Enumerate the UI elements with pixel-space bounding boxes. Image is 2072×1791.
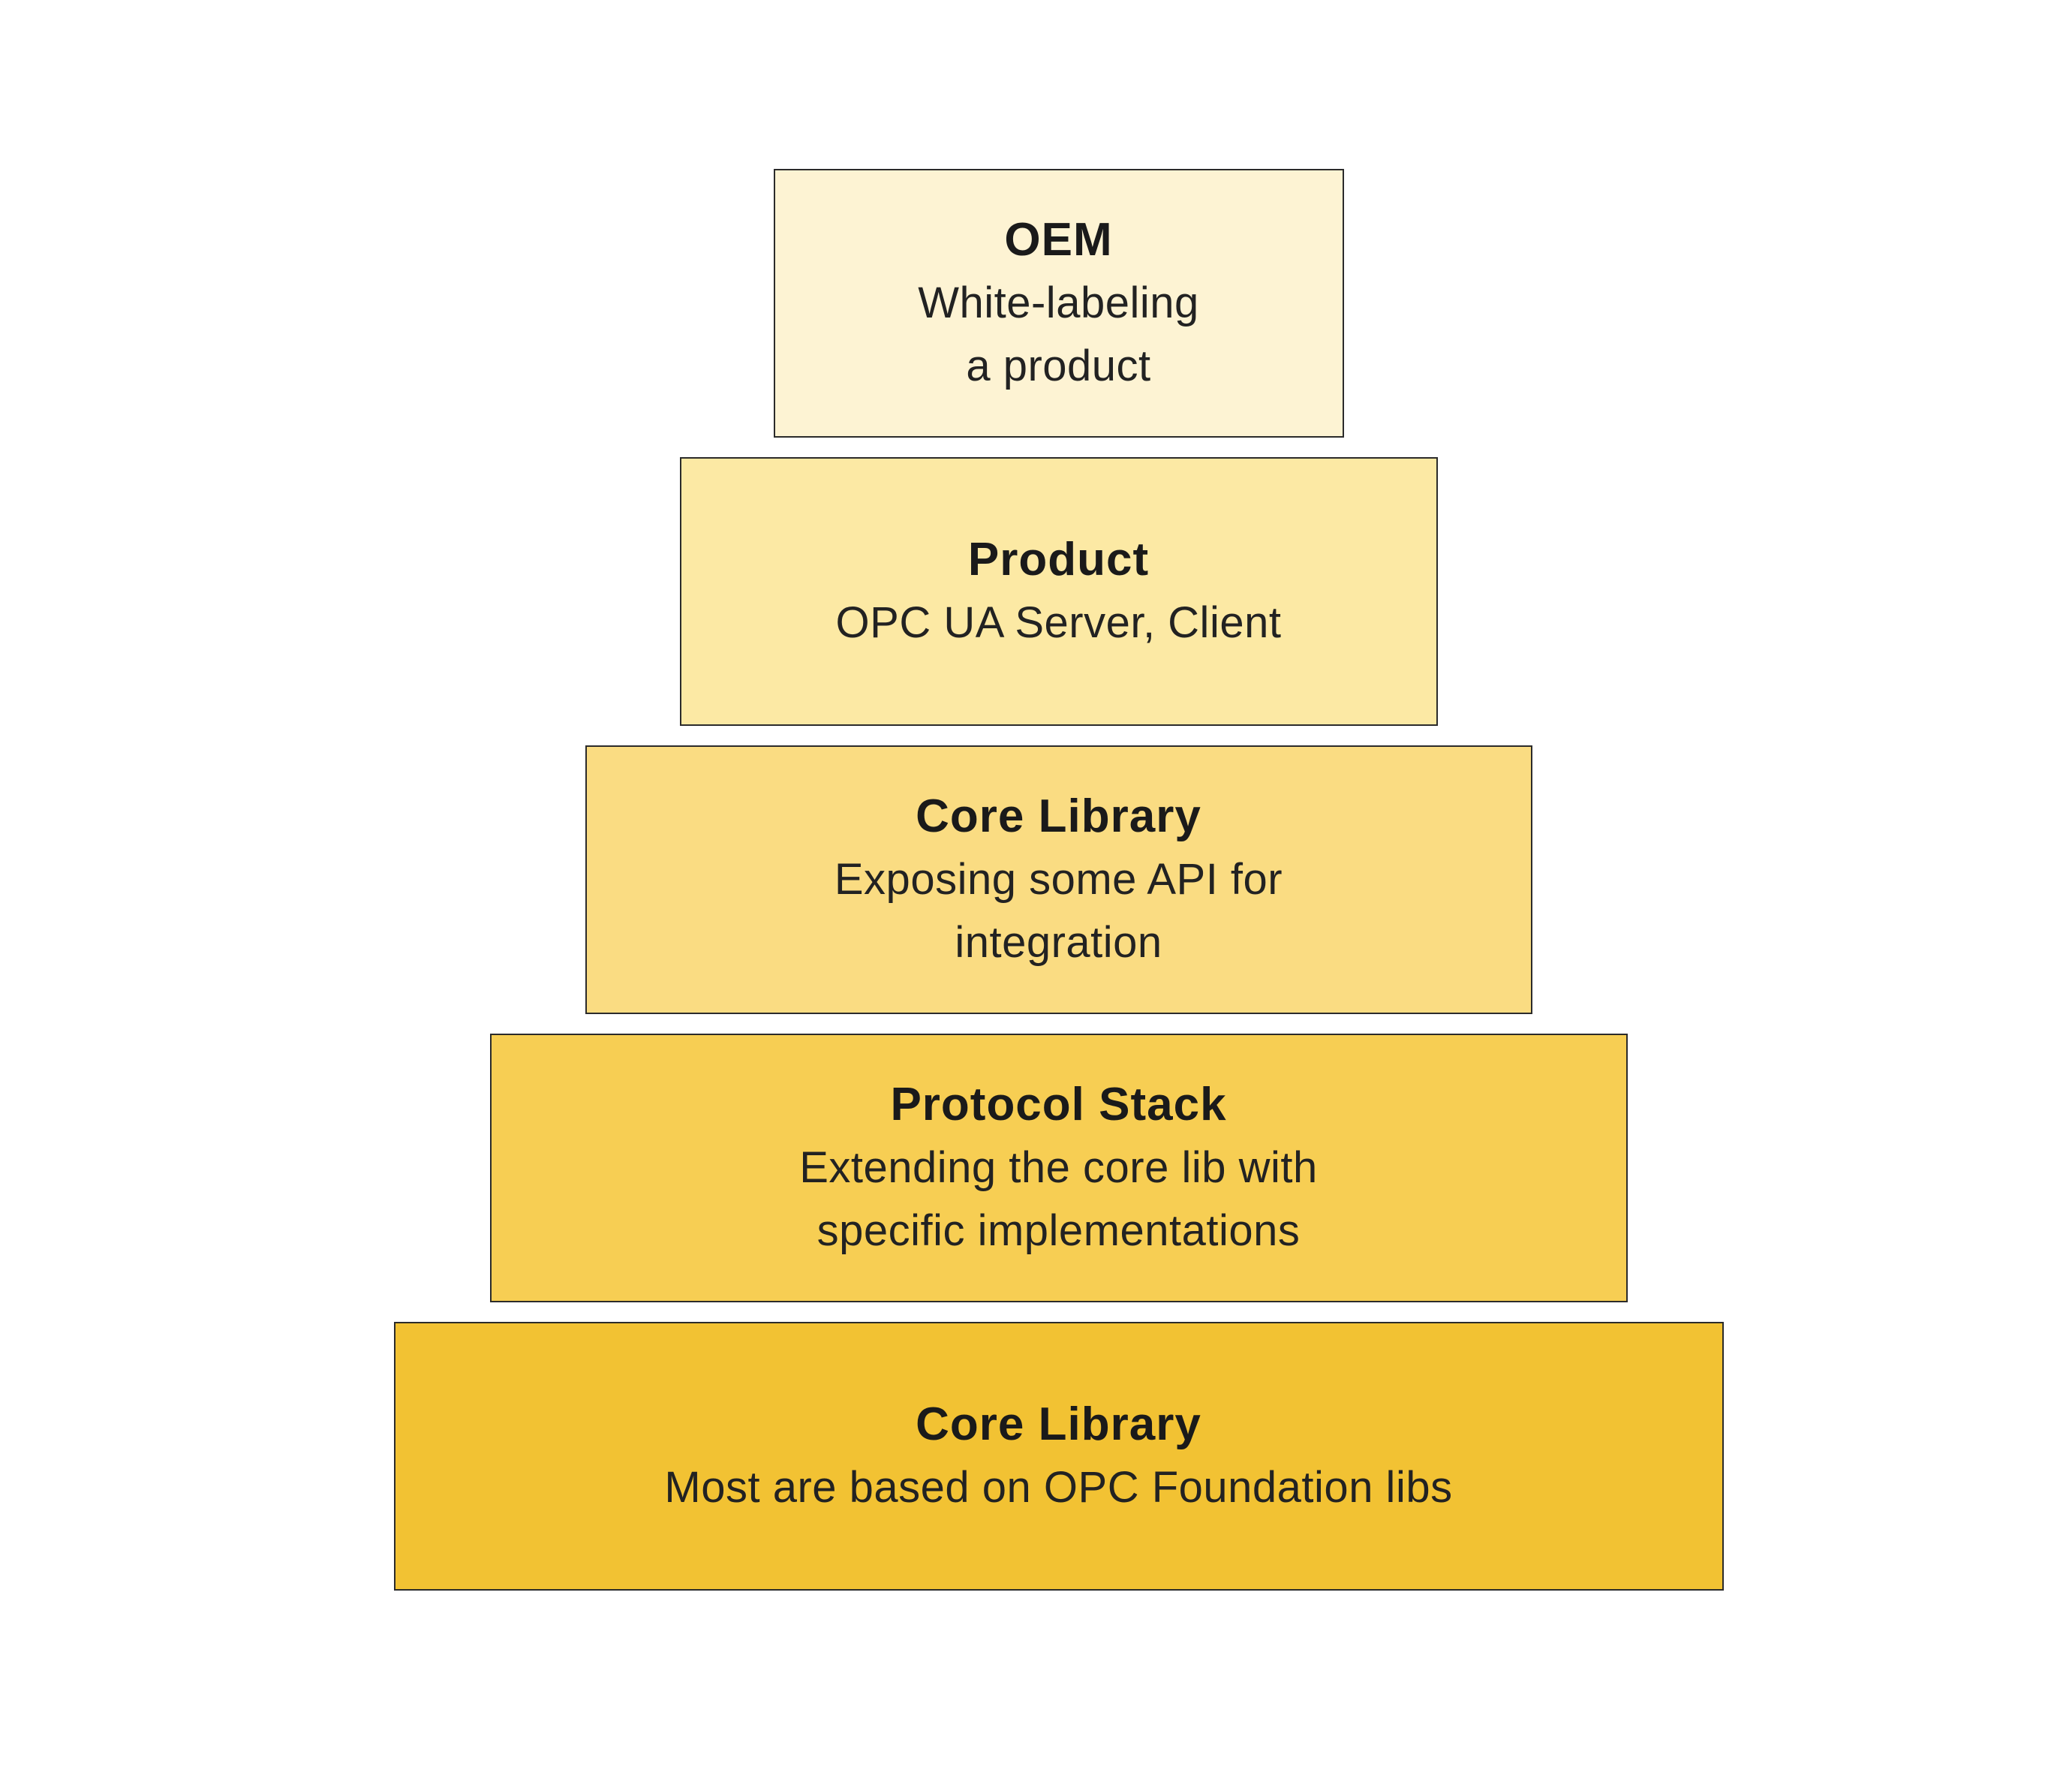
layer-product-subtitle: OPC UA Server, Client (835, 598, 1282, 647)
layer-core-library-foundation-title: Core Library (916, 1398, 1201, 1451)
layer-core-library-api: Core Library Exposing some API for integ… (585, 745, 1532, 1014)
layer-core-library-api-subtitle: Exposing some API for integration (834, 854, 1283, 967)
layer-oem: OEM White-labeling a product (773, 169, 1344, 438)
layer-protocol-stack-subtitle: Extending the core lib with specific imp… (799, 1142, 1318, 1255)
layer-stack: OEM White-labeling a product Product OPC… (393, 169, 1724, 1591)
layer-core-library-foundation-subtitle: Most are based on OPC Foundation libs (664, 1462, 1453, 1512)
layer-product-title: Product (967, 534, 1150, 586)
layer-oem-title: OEM (1004, 214, 1113, 266)
layer-product: Product OPC UA Server, Client (679, 457, 1438, 726)
layer-protocol-stack: Protocol Stack Extending the core lib wi… (489, 1034, 1628, 1302)
layer-core-library-foundation: Core Library Most are based on OPC Found… (393, 1322, 1724, 1591)
layer-oem-subtitle: White-labeling a product (918, 278, 1199, 390)
layer-protocol-stack-title: Protocol Stack (890, 1079, 1227, 1131)
layer-core-library-api-title: Core Library (916, 790, 1201, 843)
